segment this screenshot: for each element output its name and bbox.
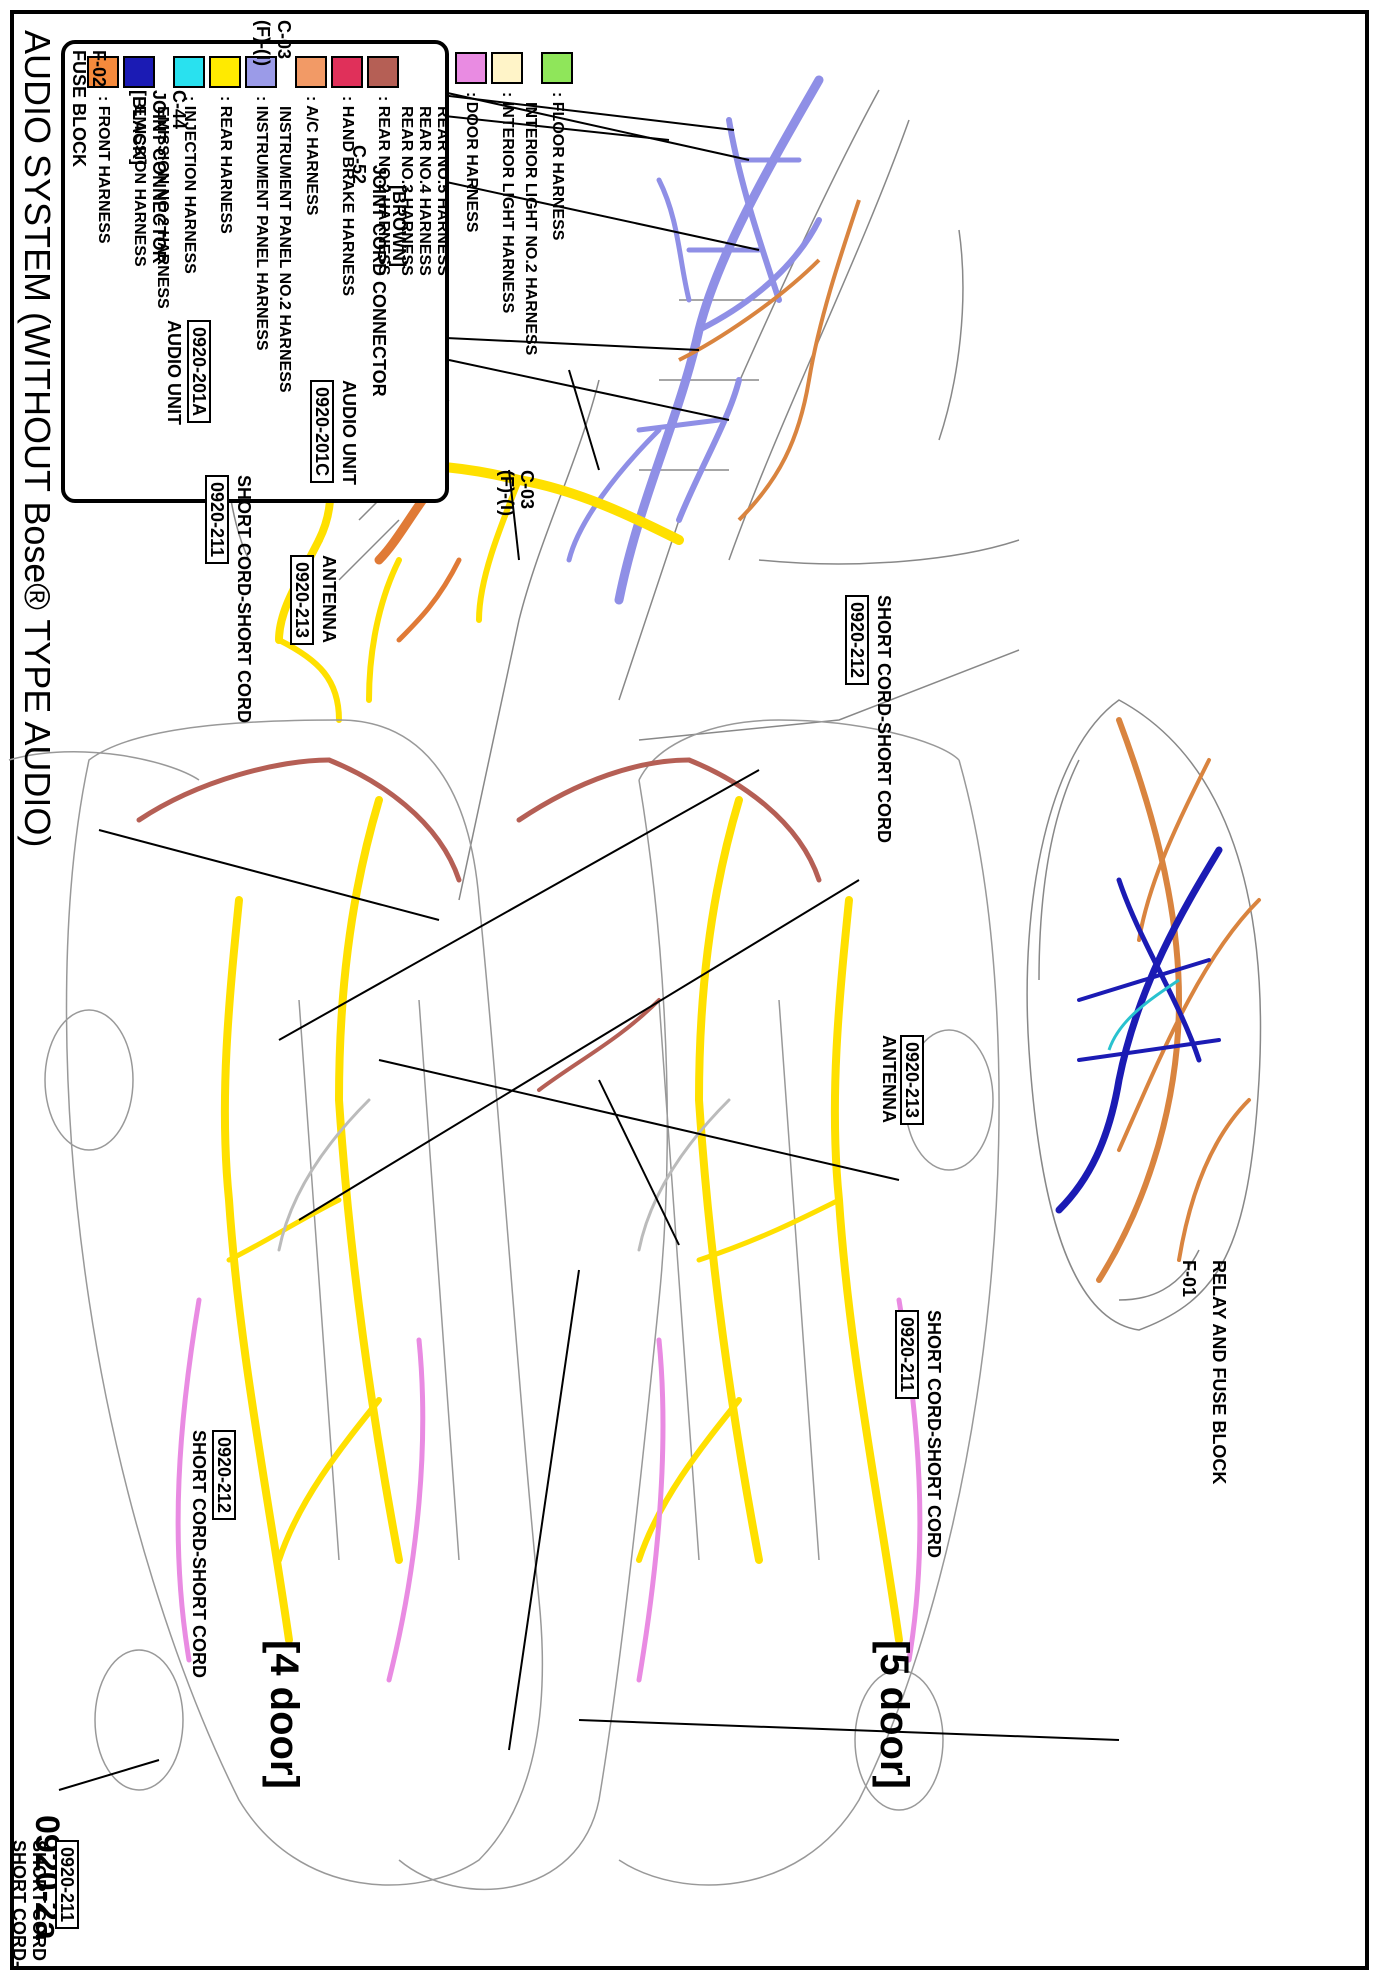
diagram-title: AUDIO SYSTEM (WITHOUT Bose® TYPE AUDIO) <box>17 30 58 848</box>
five-door-harness <box>516 757 923 1683</box>
label-fuse-block: FUSE BLOCK <box>69 50 89 167</box>
page-border <box>10 10 1369 1970</box>
label-fi-mid: (F)-(I) <box>497 470 517 516</box>
engine-injection-harness <box>1107 978 1180 1051</box>
legend-ac-harness: : A/C HARNESS <box>295 56 327 215</box>
legend-door-harness: : DOOR HARNESS <box>455 52 487 232</box>
engine-emission-harness <box>1055 846 1223 1214</box>
label-short-cord-211-4door-b: SHORT CORD <box>29 1840 49 1961</box>
legend-sublabel: INSTRUMENT PANEL NO.2 HARNESS <box>276 106 293 393</box>
legend-label: : FRONT HARNESS <box>95 96 112 244</box>
label-brown: [BROWN] <box>389 185 409 267</box>
legend-label: : FLOOR HARNESS <box>549 92 566 241</box>
ref-code-0920-213-5door: 0920-213 <box>900 1035 924 1126</box>
label-black: [BLACK] <box>129 90 149 165</box>
label-audio-unit-c: AUDIO UNIT <box>339 380 359 485</box>
label-f01: F-01 <box>1179 1260 1199 1298</box>
legend-swatch <box>295 56 327 88</box>
legend-rear-harness: : REAR HARNESS <box>209 56 241 234</box>
engine-front-harness <box>1096 717 1261 1283</box>
front-harness-dash <box>678 199 861 522</box>
ref-code-0920-212-4door: 0920-212 <box>212 1430 236 1521</box>
legend-swatch <box>491 52 523 84</box>
legend-swatch <box>123 56 155 88</box>
label-5-door: [5 door] <box>872 1640 916 1789</box>
legend-injection-harness: : INJECTION HARNESS <box>173 56 205 274</box>
label-c52: C-52 <box>349 145 369 185</box>
legend-sublabel: INTERIOR LIGHT NO.2 HARNESS <box>522 102 539 356</box>
legend-swatch <box>541 52 573 84</box>
leader-lines <box>58 77 1120 1791</box>
five-door-car <box>8 719 1000 1891</box>
legend-label: : REAR HARNESS <box>217 96 234 234</box>
label-relay-fuse-block: RELAY AND FUSE BLOCK <box>1209 1260 1229 1485</box>
centre-front-harness <box>374 475 462 643</box>
legend-sublabel: REAR NO.4 HARNESS <box>416 106 433 276</box>
label-antenna-5door: ANTENNA <box>879 1035 899 1123</box>
ref-code-0920-201c: 0920-201C <box>310 380 334 484</box>
four-door-harness <box>136 757 462 1683</box>
legend-label: : DOOR HARNESS <box>463 92 480 233</box>
legend-interior-light-harness: : INTERIOR LIGHT HARNESS <box>491 52 523 313</box>
legend-swatch <box>367 56 399 88</box>
instrument-panel-harness <box>566 75 824 605</box>
legend-label: : INTERIOR LIGHT HARNESS <box>499 92 516 314</box>
label-c03-mid: C-03 <box>517 470 537 510</box>
label-f02: F-02 <box>89 50 109 88</box>
ref-code-0920-211-top: 0920-211 <box>205 475 229 565</box>
label-short-cord-212-5door: SHORT CORD-SHORT CORD <box>874 595 894 843</box>
ref-code-0920-201a: 0920-201A <box>187 320 211 424</box>
four-door-car <box>44 719 544 1886</box>
legend-swatch <box>455 52 487 84</box>
label-joint-connector: JOINT CONNECTOR <box>149 90 169 264</box>
label-antenna-4door: ANTENNA <box>319 555 339 643</box>
label-4-door: [4 door] <box>262 1640 306 1789</box>
label-short-cord-211-5door: SHORT CORD-SHORT CORD <box>924 1310 944 1558</box>
ref-code-0920-211-5door: 0920-211 <box>895 1310 919 1400</box>
label-c03-top: C-03 <box>274 20 294 60</box>
ref-code-0920-211-4door: 0920-211 <box>55 1840 79 1930</box>
ref-code-0920-213-4door: 0920-213 <box>290 555 314 646</box>
legend-label: : HAND BRAKE HARNESS <box>339 96 356 297</box>
label-audio-unit-a: AUDIO UNIT <box>164 320 184 425</box>
label-short-cord-211-4door-a: SHORT CORD- <box>9 1840 29 1967</box>
ref-code-0920-212-5door: 0920-212 <box>845 595 869 686</box>
legend-label: : INSTRUMENT PANEL HARNESS <box>253 96 270 351</box>
label-short-cord-top: SHORT CORD-SHORT CORD <box>234 475 254 723</box>
legend-swatch <box>173 56 205 88</box>
legend-instrument-panel-harness: : INSTRUMENT PANEL HARNESS <box>245 56 277 351</box>
label-c44: C-44 <box>169 90 189 130</box>
label-fi-top: (F)-(I) <box>253 20 273 66</box>
legend-floor-harness: : FLOOR HARNESS <box>541 52 573 240</box>
label-joint-cord-connector: JOINT CORD CONNECTOR <box>369 165 389 397</box>
legend-lower: : DOOR HARNESS : INTERIOR LIGHT HARNESS … <box>449 40 619 495</box>
harness-color-legend: : FRONT HARNESS : EMISSION HARNESS EMISS… <box>61 40 451 503</box>
legend-swatch <box>331 56 363 88</box>
label-short-cord-212-4door: SHORT CORD-SHORT CORD <box>189 1430 209 1678</box>
legend-label: : A/C HARNESS <box>303 96 320 216</box>
engine-bay-outline <box>1026 699 1262 1331</box>
legend-swatch <box>209 56 241 88</box>
